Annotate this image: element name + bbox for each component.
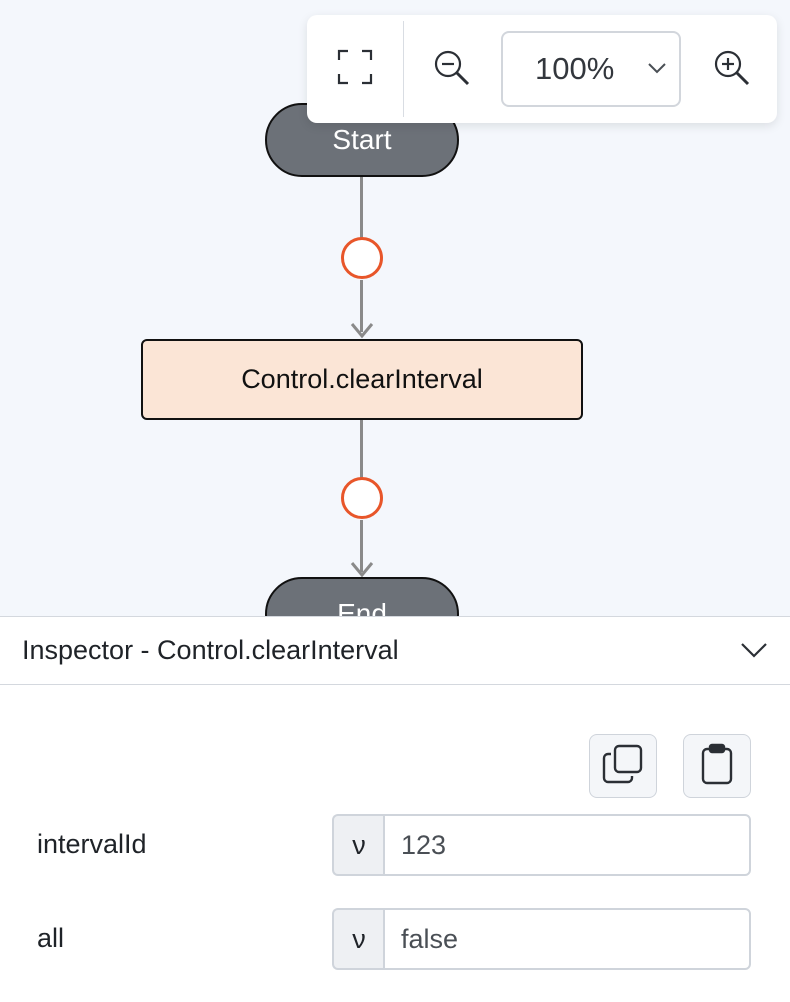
flow-canvas[interactable]: Start Control.clearInterval End [0, 0, 790, 616]
intervalid-input[interactable] [383, 814, 751, 876]
chevron-down-icon[interactable] [740, 641, 768, 664]
zoom-out-button[interactable] [429, 47, 475, 93]
field-label: intervalId [37, 829, 147, 859]
add-step-connector[interactable] [341, 477, 383, 519]
action-node[interactable]: Control.clearInterval [141, 339, 583, 420]
all-input[interactable] [383, 908, 751, 970]
edge-action-to-connector [360, 420, 363, 478]
copy-icon [602, 744, 644, 789]
add-step-connector[interactable] [341, 237, 383, 279]
zoom-level-select[interactable]: 100% [501, 31, 681, 107]
inspector-panel: Inspector - Control.clearInterval interv… [0, 616, 790, 1002]
zoom-in-icon [713, 49, 751, 92]
clipboard-icon [700, 743, 734, 790]
action-node-label: Control.clearInterval [241, 364, 483, 394]
toolbar-divider [403, 21, 404, 117]
paste-button[interactable] [683, 734, 751, 798]
value-type-toggle[interactable]: ν [332, 814, 384, 876]
end-node[interactable]: End [265, 577, 459, 616]
field-label: all [37, 923, 65, 953]
inspector-title: Inspector - Control.clearInterval [22, 635, 399, 665]
copy-button[interactable] [589, 734, 657, 798]
value-type-toggle[interactable]: ν [332, 908, 384, 970]
edge-connector-to-end [360, 520, 363, 572]
inspector-header[interactable]: Inspector - Control.clearInterval [0, 617, 790, 685]
zoom-level-value: 100% [535, 51, 615, 86]
end-node-label: End [337, 598, 387, 616]
zoom-out-icon [433, 49, 471, 92]
chevron-down-icon [647, 61, 667, 80]
start-node-label: Start [332, 124, 392, 155]
zoom-in-button[interactable] [709, 47, 755, 93]
edge-connector-to-action [360, 280, 363, 332]
fullscreen-icon [337, 49, 373, 90]
fit-to-screen-button[interactable] [329, 43, 381, 95]
edge-start-to-connector [360, 176, 363, 238]
canvas-toolbar: 100% [307, 15, 777, 123]
